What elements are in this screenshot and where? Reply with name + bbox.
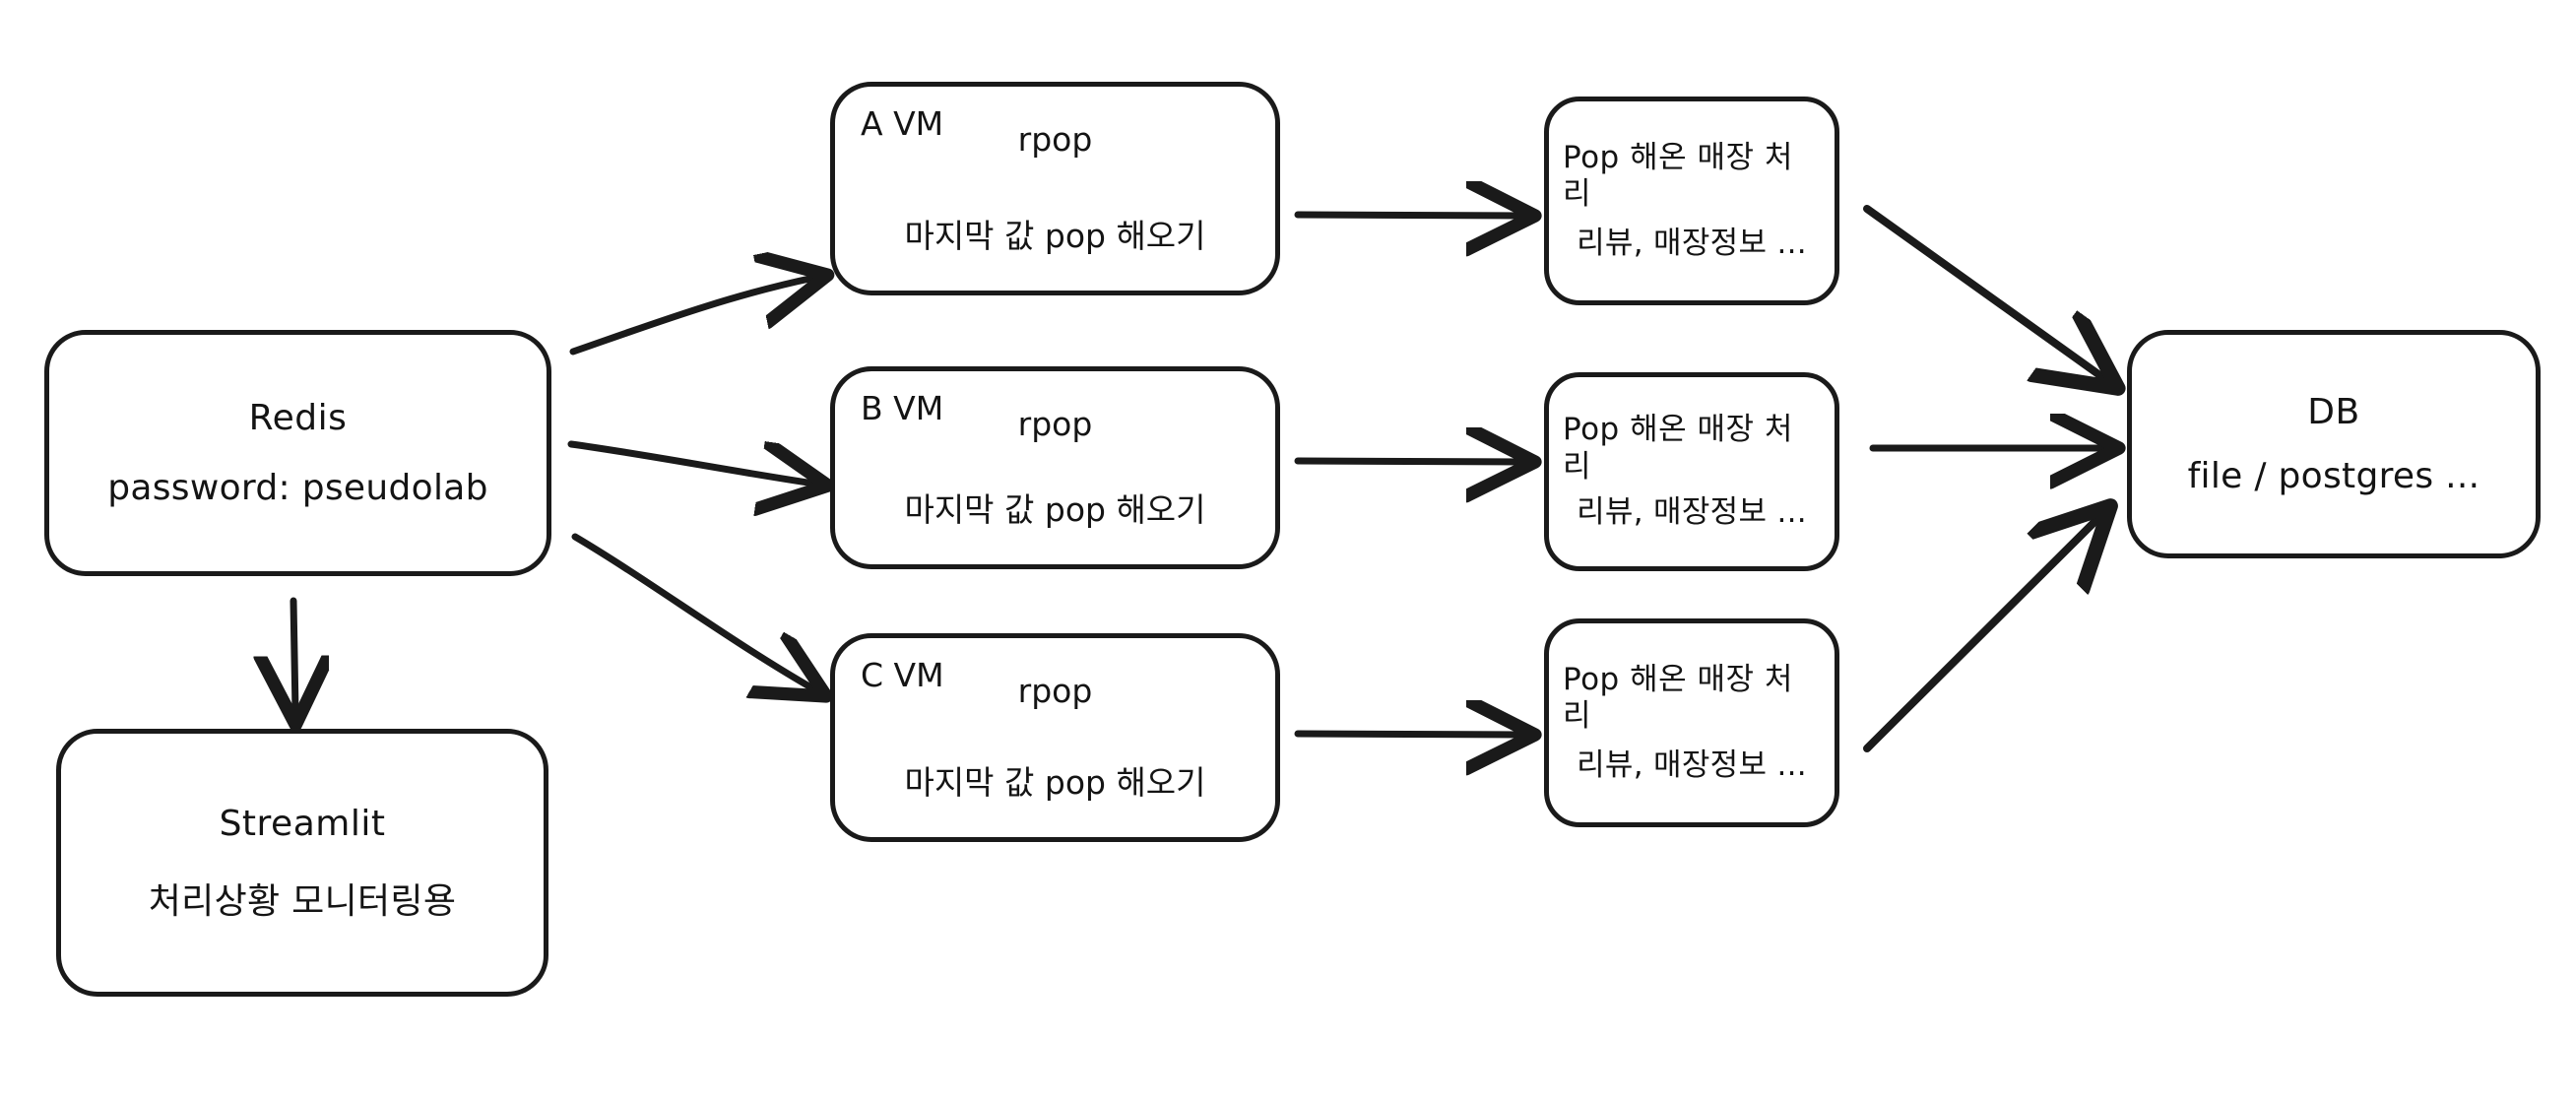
node-db-subtitle: file / postgres ...	[2187, 456, 2480, 497]
node-vm-b-operation: rpop	[1017, 405, 1093, 443]
node-processor-3-subtitle: 리뷰, 매장정보 ...	[1577, 747, 1807, 783]
node-db[interactable]: DB file / postgres ...	[2127, 330, 2541, 558]
node-redis[interactable]: Redis password: pseudolab	[44, 330, 551, 576]
node-db-title: DB	[2307, 391, 2360, 432]
node-streamlit-subtitle: 처리상황 모니터링용	[148, 880, 457, 922]
edge-redis-to-b-vm	[567, 440, 814, 484]
edge-redis-to-streamlit	[293, 597, 295, 711]
node-vm-b-tag: B VM	[861, 389, 944, 427]
edge-proc-1-to-db	[1863, 205, 2105, 379]
edge-a-vm-to-proc-1	[1294, 215, 1521, 216]
node-vm-a[interactable]: A VM rpop 마지막 값 pop 해오기	[830, 82, 1280, 295]
node-streamlit[interactable]: Streamlit 처리상황 모니터링용	[56, 729, 548, 997]
edge-proc-3-to-db	[1863, 517, 2099, 752]
node-processor-1-title: Pop 해온 매장 처리	[1563, 139, 1793, 212]
node-redis-subtitle: password: pseudolab	[107, 468, 488, 509]
node-processor-1-subtitle: 리뷰, 매장정보 ...	[1577, 226, 1807, 261]
node-processor-3-title: Pop 해온 매장 처리	[1563, 661, 1793, 734]
node-streamlit-title: Streamlit	[219, 803, 386, 844]
node-vm-c-operation: rpop	[1017, 672, 1093, 710]
edge-redis-to-a-vm	[569, 278, 814, 356]
node-vm-c-description: 마지막 값 pop 해오기	[904, 763, 1206, 802]
node-processor-2-subtitle: 리뷰, 매장정보 ...	[1577, 494, 1807, 531]
node-vm-a-tag: A VM	[861, 104, 944, 143]
node-vm-c[interactable]: C VM rpop 마지막 값 pop 해오기	[830, 633, 1280, 842]
node-vm-a-description: 마지막 값 pop 해오기	[904, 217, 1206, 255]
edge-redis-to-c-vm	[571, 533, 814, 689]
node-processor-3[interactable]: Pop 해온 매장 처리 리뷰, 매장정보 ...	[1544, 618, 1839, 827]
node-vm-b[interactable]: B VM rpop 마지막 값 pop 해오기	[830, 366, 1280, 569]
edge-b-vm-to-proc-2	[1294, 461, 1521, 462]
node-processor-2[interactable]: Pop 해온 매장 처리 리뷰, 매장정보 ...	[1544, 372, 1839, 571]
node-vm-c-tag: C VM	[861, 656, 944, 694]
node-processor-2-title: Pop 해온 매장 처리	[1563, 412, 1793, 485]
edge-c-vm-to-proc-3	[1294, 734, 1521, 735]
node-processor-1[interactable]: Pop 해온 매장 처리 리뷰, 매장정보 ...	[1544, 97, 1839, 305]
node-vm-b-description: 마지막 값 pop 해오기	[904, 490, 1206, 529]
node-redis-title: Redis	[248, 397, 348, 438]
node-vm-a-operation: rpop	[1017, 120, 1093, 159]
